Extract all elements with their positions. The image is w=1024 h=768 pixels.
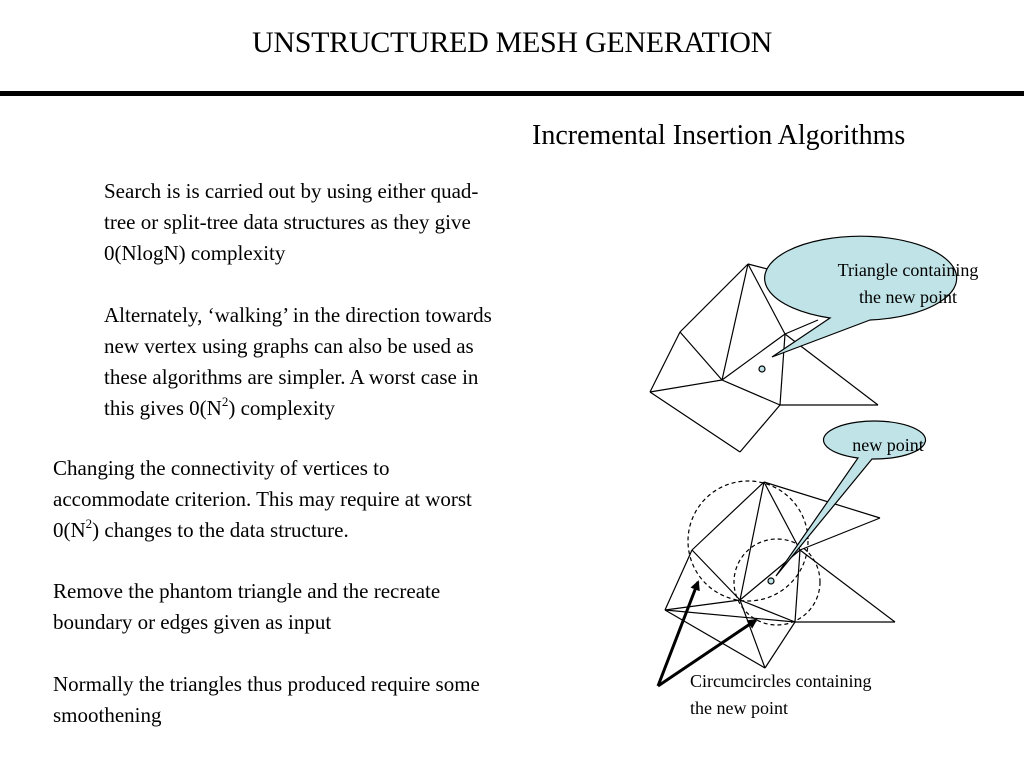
arrow bbox=[656, 580, 700, 687]
text-line: Circumcircles containing bbox=[690, 671, 872, 691]
text-line: 0(N2) changes to the data structure. bbox=[53, 515, 583, 546]
text-line: Normally the triangles thus produced req… bbox=[53, 672, 480, 696]
paragraph-search: Search is is carried out by using either… bbox=[104, 176, 574, 269]
text-line: the new point bbox=[690, 698, 788, 718]
text-line: Remove the phantom triangle and the recr… bbox=[53, 579, 441, 603]
new-point-marker bbox=[758, 365, 766, 373]
text-fragment: ) changes to the data structure. bbox=[92, 518, 349, 542]
slide-subtitle: Incremental Insertion Algorithms bbox=[532, 120, 906, 151]
text-line: these algorithms are simpler. A worst ca… bbox=[104, 365, 479, 389]
text-line: tree or split-tree data structures as th… bbox=[104, 210, 471, 234]
text-line: the new point bbox=[859, 287, 957, 307]
text-line: 0(NlogN) complexity bbox=[104, 241, 286, 265]
callout-triangle-label: Triangle containing the new point bbox=[812, 257, 1004, 311]
text-line: Triangle containing bbox=[837, 260, 979, 280]
slide-title: UNSTRUCTURED MESH GENERATION bbox=[252, 26, 772, 59]
title-divider bbox=[0, 91, 1024, 96]
circumcircle bbox=[733, 538, 821, 626]
arrow bbox=[657, 618, 758, 688]
circumcircle-caption: Circumcircles containing the new point bbox=[690, 668, 871, 722]
text-line: this gives 0(N2) complexity bbox=[104, 393, 584, 424]
text-line: accommodate criterion. This may require … bbox=[53, 487, 472, 511]
circumcircle bbox=[687, 480, 809, 602]
callout-bubble bbox=[775, 420, 927, 577]
callout-bubble bbox=[764, 235, 958, 358]
text-line: new vertex using graphs can also be used… bbox=[104, 334, 474, 358]
paragraph-connectivity: Changing the connectivity of vertices to… bbox=[53, 453, 583, 546]
text-line: Alternately, ‘walking’ in the direction … bbox=[104, 303, 492, 327]
callout-new-point-label: new point bbox=[852, 435, 924, 455]
text-line: smoothening bbox=[53, 703, 162, 727]
lower-mesh bbox=[664, 481, 896, 669]
text-fragment: ) complexity bbox=[228, 396, 336, 420]
superscript: 2 bbox=[221, 394, 229, 409]
text-line: Changing the connectivity of vertices to bbox=[53, 456, 390, 480]
paragraph-walking: Alternately, ‘walking’ in the direction … bbox=[104, 300, 584, 424]
text-line: boundary or edges given as input bbox=[53, 610, 332, 634]
paragraph-phantom: Remove the phantom triangle and the recr… bbox=[53, 576, 553, 638]
superscript: 2 bbox=[85, 516, 93, 531]
upper-mesh bbox=[649, 263, 879, 453]
text-line: Search is is carried out by using either… bbox=[104, 179, 479, 203]
text-fragment: 0(N bbox=[53, 518, 86, 542]
new-point-marker bbox=[767, 577, 775, 585]
text-fragment: this gives 0(N bbox=[104, 396, 222, 420]
paragraph-smoothening: Normally the triangles thus produced req… bbox=[53, 669, 583, 731]
